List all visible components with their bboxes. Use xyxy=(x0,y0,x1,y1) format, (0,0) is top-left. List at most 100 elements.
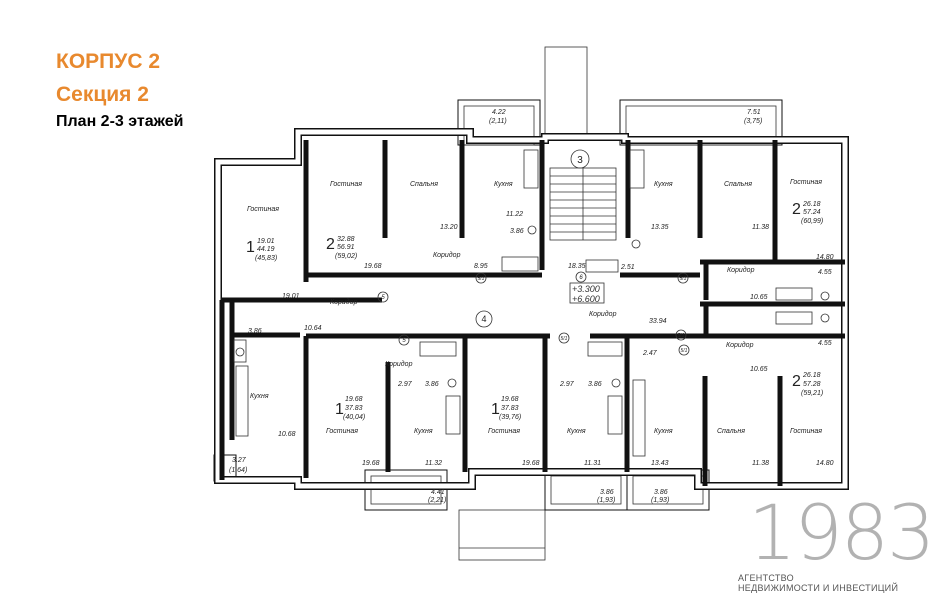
area-value: 4.55 xyxy=(818,340,832,347)
area-value: 3.86 xyxy=(248,328,262,335)
area-value: 3.86 xyxy=(425,381,439,388)
room-kuhnya-tr: Кухня xyxy=(654,181,673,188)
section-title: Секция 2 xyxy=(56,83,149,106)
room-gostinaya-b2: Гостиная xyxy=(488,428,520,435)
area-value: 10.68 xyxy=(278,431,296,438)
svg-text:1: 1 xyxy=(491,401,500,418)
area-value: 11.32 xyxy=(425,460,442,467)
mark-5b: 5 xyxy=(402,338,406,344)
agency-logo-line1: АГЕНТСТВО xyxy=(738,573,794,583)
room-kuhnya-l: Кухня xyxy=(250,393,269,400)
mark-5-1e: 5/1 xyxy=(681,348,688,354)
room-gostinaya-tr: Гостиная xyxy=(790,179,822,186)
elevation-marks: +3.300 +6.600 xyxy=(569,282,605,304)
room-kuhnya-b1: Кухня xyxy=(414,428,433,435)
area-value: 10.65 xyxy=(750,294,768,301)
balcony-area: 4.41 xyxy=(431,489,445,496)
apartment-labels: 1 19.01 44.19 (45,83) 2 32.88 56.91 (59,… xyxy=(246,201,823,421)
floor-plan-title: План 2-3 этажей xyxy=(56,113,184,130)
room-kuhnya-tl: Кухня xyxy=(494,181,513,188)
svg-text:37.83: 37.83 xyxy=(345,405,363,412)
area-value: 13.35 xyxy=(651,224,669,231)
area-value: 10.65 xyxy=(750,366,768,373)
agency-logo-line2: НЕДВИЖИМОСТИ И ИНВЕСТИЦИЙ xyxy=(738,583,899,593)
apartment-a2: 2 32.88 56.91 (59,02) xyxy=(326,236,357,260)
balcony-reduced: (1,93) xyxy=(597,497,615,504)
room-gostinaya-b1: Гостиная xyxy=(326,428,358,435)
apartment-a5: 1 19.68 37.83 (39,76) xyxy=(491,396,521,421)
mark-3: 3 xyxy=(577,155,583,166)
apartment-a3: 2 26.18 57.24 (60,99) xyxy=(792,201,823,225)
svg-text:32.88: 32.88 xyxy=(337,236,355,243)
interior-walls xyxy=(219,140,845,486)
area-value: 2.47 xyxy=(642,350,658,357)
svg-text:19.01: 19.01 xyxy=(257,238,275,245)
area-value: 8.95 xyxy=(474,263,488,270)
room-spalnya-b3: Спальня xyxy=(717,428,745,435)
apartment-a4: 1 19.68 37.83 (40,04) xyxy=(335,396,365,421)
balcony-reduced: (3,75) xyxy=(744,118,762,125)
svg-text:2: 2 xyxy=(792,373,801,390)
svg-text:37.83: 37.83 xyxy=(501,405,519,412)
room-spalnya-tr: Спальня xyxy=(724,181,752,188)
mark-5-1b: 5/1 xyxy=(680,276,687,282)
mark-5-1d: 5/1 xyxy=(678,333,685,339)
room-kuhnya-b2: Кухня xyxy=(567,428,586,435)
balcony-area: 3.86 xyxy=(600,489,614,496)
svg-text:57.24: 57.24 xyxy=(803,209,821,216)
room-koridor-2: Коридор xyxy=(330,298,358,306)
room-labels: Гостиная Спальня Кухня Кухня Спальня Гос… xyxy=(247,179,822,435)
area-value: 19.68 xyxy=(522,460,540,467)
area-value: 19.68 xyxy=(364,263,382,270)
area-value: 11.22 xyxy=(506,211,523,218)
svg-text:26.18: 26.18 xyxy=(802,201,821,208)
area-value: 11.38 xyxy=(752,224,769,231)
area-value: 3.86 xyxy=(588,381,602,388)
svg-text:19.68: 19.68 xyxy=(345,396,363,403)
outer-walls xyxy=(214,128,849,490)
area-value: 13.20 xyxy=(440,224,458,231)
svg-text:19.68: 19.68 xyxy=(501,396,519,403)
area-value: 13.43 xyxy=(651,460,669,467)
area-value: 19.68 xyxy=(362,460,380,467)
svg-text:(60,99): (60,99) xyxy=(801,218,823,225)
area-value: 18.35 xyxy=(568,263,586,270)
room-gostinaya-b3: Гостиная xyxy=(790,428,822,435)
building-title: КОРПУС 2 xyxy=(56,50,160,73)
area-value: 11.38 xyxy=(752,460,769,467)
area-value: 19.01 xyxy=(282,293,300,300)
markers: 3 4 5 5 6 5/1 5/1 5/1 5/1 5/1 xyxy=(377,149,690,356)
mark-5-1a: 5/1 xyxy=(478,276,485,282)
mark-6: 6 xyxy=(579,275,583,281)
area-value: 2.97 xyxy=(397,381,413,388)
svg-text:1: 1 xyxy=(246,239,255,256)
svg-text:(59,02): (59,02) xyxy=(335,253,357,260)
svg-text:1: 1 xyxy=(335,401,344,418)
staircase xyxy=(549,167,617,241)
balcony-area: 3.86 xyxy=(654,489,668,496)
mark-4: 4 xyxy=(481,314,486,324)
room-koridor-6: Коридор xyxy=(385,360,413,368)
agency-logo-number: 1983 xyxy=(748,488,935,577)
area-value: 14.80 xyxy=(816,254,834,261)
balcony-labels: 4.22 (2,11) 7.51 (3,75) 3.27 (1,64) 4.41… xyxy=(229,109,762,504)
room-koridor-1: Коридор xyxy=(433,251,461,259)
balcony-area: 3.27 xyxy=(232,457,247,464)
svg-text:(45,83): (45,83) xyxy=(255,255,277,262)
room-gostinaya-tl: Гостиная xyxy=(330,181,362,188)
svg-text:2: 2 xyxy=(792,201,801,218)
area-value: 33.94 xyxy=(649,318,667,325)
balcony-reduced: (1,64) xyxy=(229,467,247,474)
svg-text:56.91: 56.91 xyxy=(337,244,355,251)
room-gostinaya-l: Гостиная xyxy=(247,206,279,213)
room-koridor-4: Коридор xyxy=(727,266,755,274)
area-value: 3.86 xyxy=(510,228,524,235)
area-value: 2.51 xyxy=(620,264,635,271)
svg-text:2: 2 xyxy=(326,236,335,253)
svg-text:(59,21): (59,21) xyxy=(801,390,823,397)
balcony-area: 7.51 xyxy=(747,109,761,116)
room-koridor-5: Коридор xyxy=(726,341,754,349)
room-kuhnya-b3: Кухня xyxy=(654,428,673,435)
area-value: 14.80 xyxy=(816,460,834,467)
